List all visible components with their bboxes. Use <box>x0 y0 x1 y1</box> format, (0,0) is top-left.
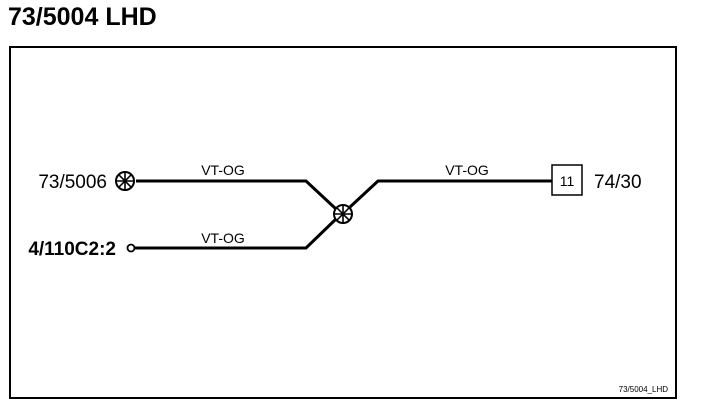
splice-junction-icon <box>333 204 353 224</box>
wire-lower-left <box>135 217 338 250</box>
wire-upper-left <box>136 179 338 211</box>
diagram-border <box>9 46 677 399</box>
wire-label-upper-left: VT-OG <box>201 162 245 178</box>
pin-number: 11 <box>560 173 575 189</box>
wire-label-lower-left: VT-OG <box>201 230 245 246</box>
connector-label-right: 74/30 <box>594 172 642 193</box>
footer-reference: 73/5004_LHD <box>619 385 669 394</box>
wire-right <box>348 179 552 209</box>
page-title: 73/5004 LHD <box>8 3 157 31</box>
crossed-circle-connector-icon <box>115 171 135 191</box>
terminal-point-icon <box>126 243 136 253</box>
wire-label-right: VT-OG <box>445 162 489 178</box>
connector-label-left-bottom: 4/110C2:2 <box>28 239 116 260</box>
pin-box <box>551 164 583 196</box>
connector-label-left-top: 73/5006 <box>38 172 107 193</box>
